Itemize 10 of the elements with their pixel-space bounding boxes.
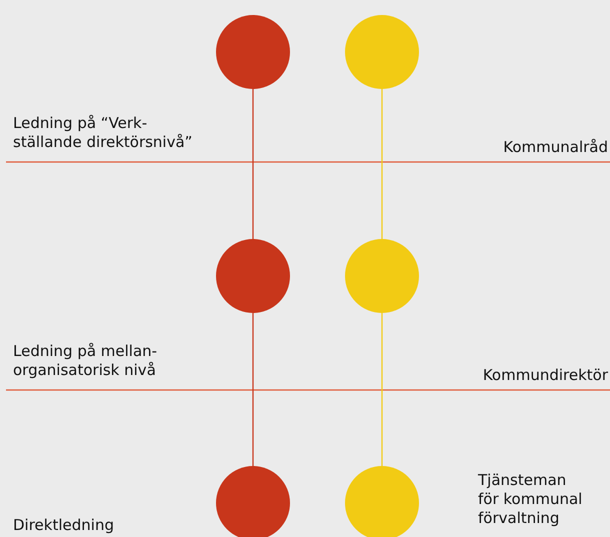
label-text: Ledning på mellan- organisatorisk nivå	[13, 342, 158, 380]
connector-line	[381, 89, 383, 239]
label-text: Ledning på “Verk- ställande direktörsnivå”	[13, 114, 193, 152]
label-text: Tjänsteman för kommunal förvaltning	[478, 471, 584, 528]
connector-line	[381, 313, 383, 466]
label-text: Direktledning	[13, 516, 114, 535]
connector-line	[252, 313, 254, 466]
label-text: Kommundirektör	[482, 366, 608, 385]
connector-line	[252, 89, 254, 239]
label-text: Kommunalråd	[503, 138, 608, 157]
